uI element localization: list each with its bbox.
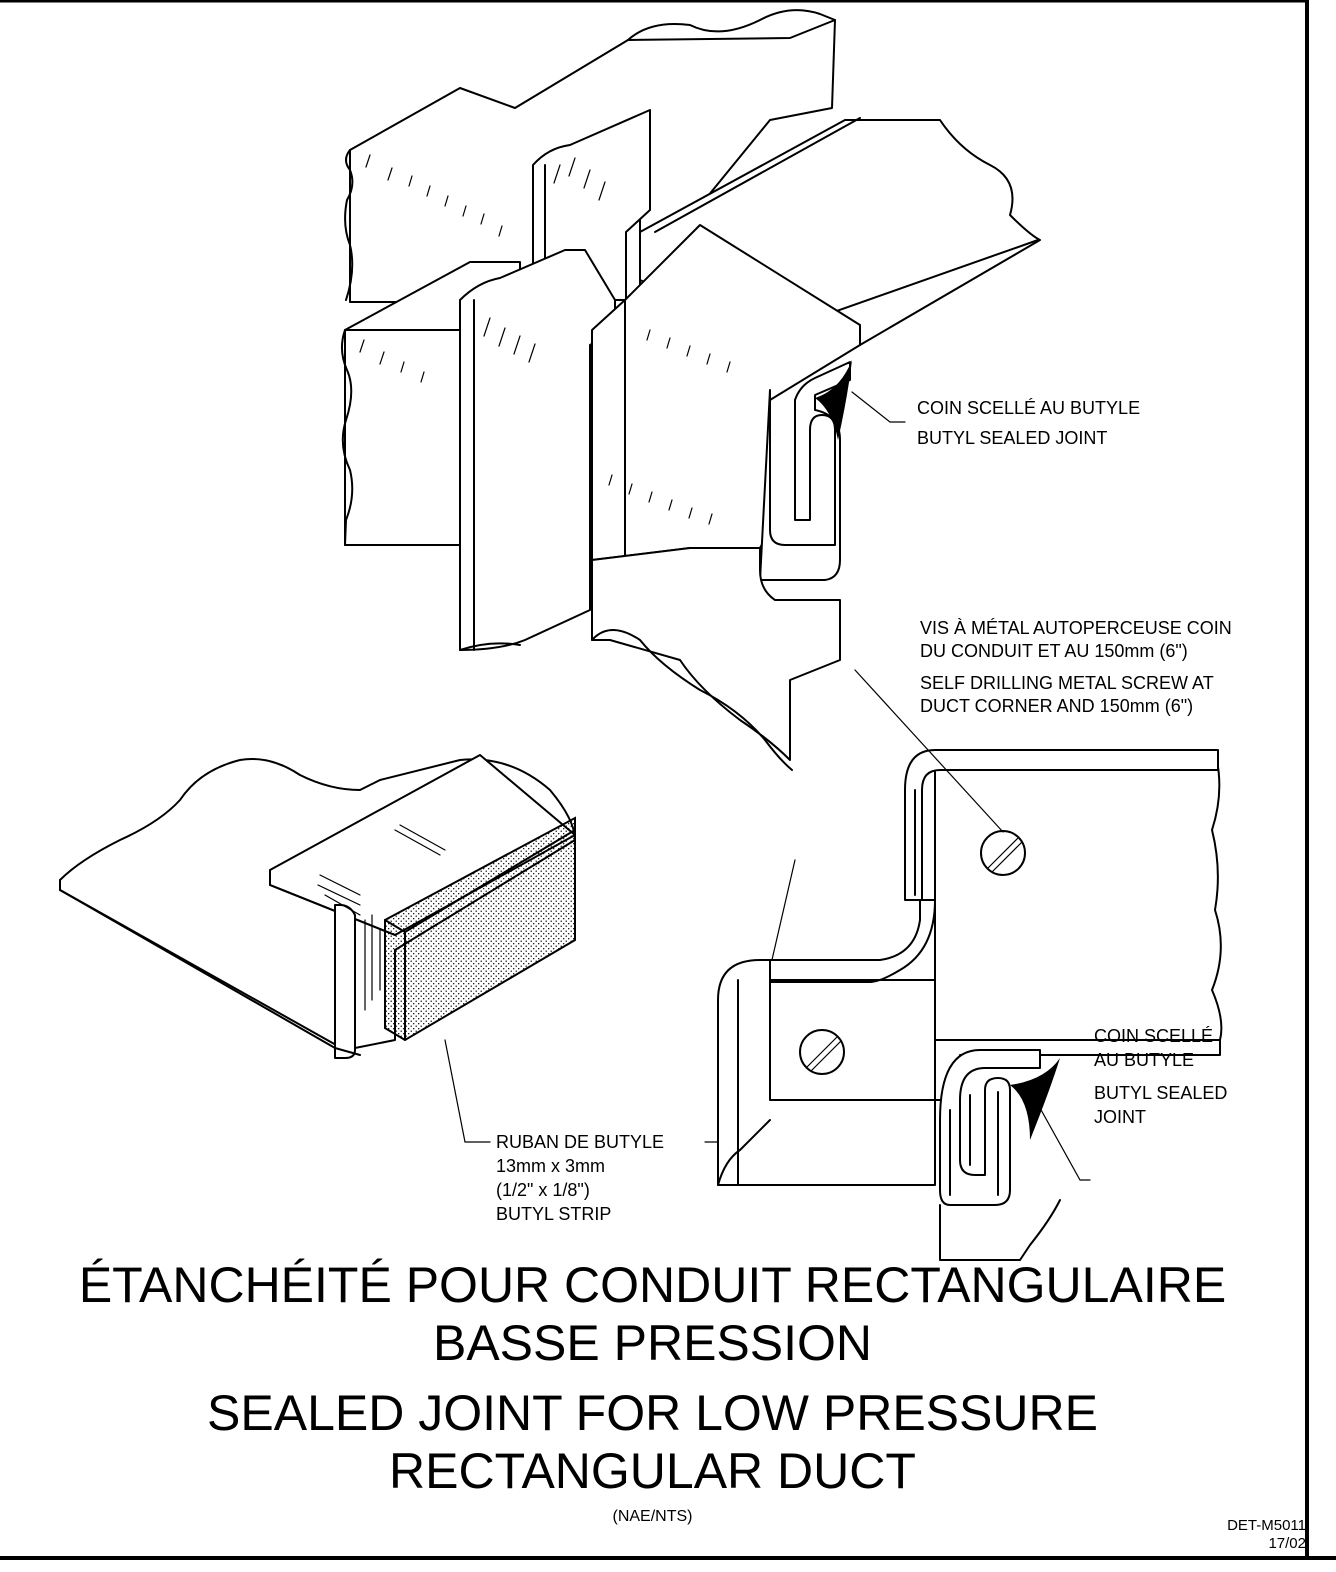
- title-fr-line-1: ÉTANCHÉITÉ POUR CONDUIT RECTANGULAIRE: [78, 1257, 1227, 1313]
- drawing-number: DET-M5011: [1227, 1517, 1306, 1534]
- isometric-duct-joint: [341, 9, 1041, 771]
- callout-screw-fr-2: DU CONDUIT ET AU 150mm (6"): [920, 641, 1188, 661]
- callout-right-sealed-en-1: BUTYL SEALED: [1094, 1083, 1228, 1103]
- title-fr-line-2: BASSE PRESSION: [432, 1315, 873, 1371]
- title-en-line-2: RECTANGULAR DUCT: [389, 1443, 916, 1499]
- callout-strip-size-in: (1/2" x 1/8"): [496, 1180, 590, 1200]
- callout-strip-en: BUTYL STRIP: [496, 1204, 612, 1224]
- surface-hatch-marks: [359, 154, 731, 525]
- callout-right-sealed-fr-1: COIN SCELLÉ: [1094, 1026, 1214, 1046]
- leader-right-sealed-joint: [1029, 1089, 1091, 1181]
- callout-top-sealed-en: BUTYL SEALED JOINT: [917, 428, 1108, 448]
- leader-top-sealed-joint: [851, 391, 906, 423]
- drawing-date: 17/02: [1268, 1535, 1306, 1552]
- section-detail: [717, 749, 1223, 1261]
- butyl-strip-angle-detail: [59, 754, 576, 1059]
- callout-strip-size-mm: 13mm x 3mm: [496, 1156, 606, 1176]
- callout-screw-fr-1: VIS À MÉTAL AUTOPERCEUSE COIN: [920, 618, 1232, 638]
- leader-screw: [854, 669, 1004, 833]
- callout-right-sealed-en-2: JOINT: [1094, 1107, 1146, 1127]
- callout-screw-en-2: DUCT CORNER AND 150mm (6"): [920, 696, 1194, 716]
- scale-note: (NAE/NTS): [612, 1508, 693, 1525]
- callout-top-sealed-fr: COIN SCELLÉ AU BUTYLE: [917, 398, 1141, 418]
- title-en-line-1: SEALED JOINT FOR LOW PRESSURE: [207, 1385, 1098, 1441]
- callout-strip-fr: RUBAN DE BUTYLE: [496, 1132, 665, 1152]
- callout-right-sealed-fr-2: AU BUTYLE: [1094, 1050, 1195, 1070]
- callout-screw-en-1: SELF DRILLING METAL SCREW AT: [920, 673, 1214, 693]
